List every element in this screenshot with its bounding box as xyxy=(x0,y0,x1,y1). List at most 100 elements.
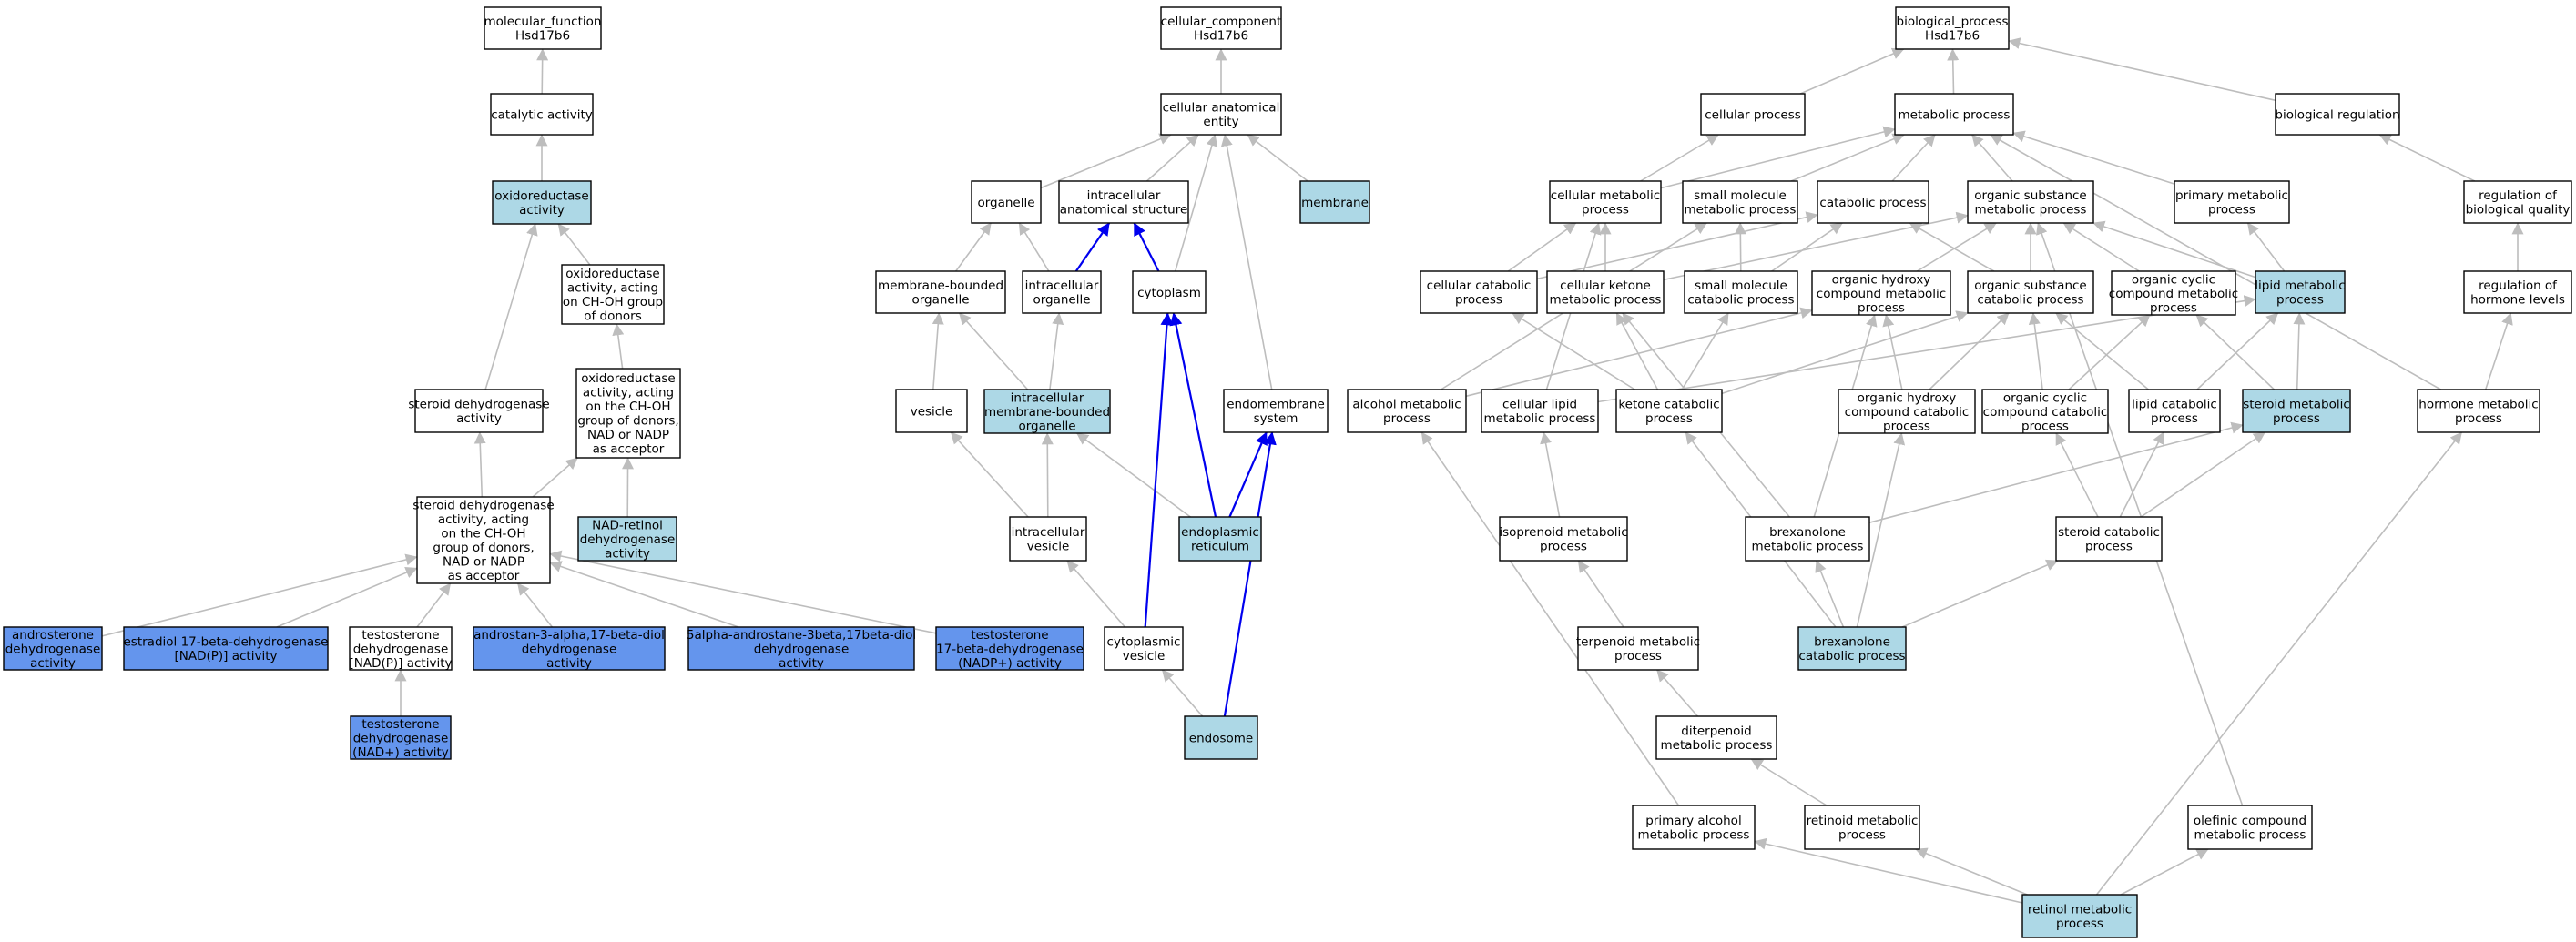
node-label-line: alcohol metabolic xyxy=(1352,398,1461,412)
node-label-line: retinoid metabolic xyxy=(1807,814,1919,828)
node-organelle[interactable]: organelle xyxy=(971,180,1042,224)
node-membrane[interactable]: membrane xyxy=(1299,180,1370,224)
node-box xyxy=(1895,6,2010,50)
node-label-line: metabolic process xyxy=(1752,540,1864,554)
edge-mbo-to-organelle xyxy=(955,222,992,272)
node-label-line: group of donors, xyxy=(577,414,678,429)
node-label-line: biological_process xyxy=(1897,15,2009,29)
node-androstane5[interactable]: 5alpha-androstane-3beta,17beta-dioldehyd… xyxy=(687,626,916,671)
node-label-line: activity xyxy=(779,656,824,671)
node-catalytic[interactable]: catalytic activity xyxy=(490,93,594,136)
node-box xyxy=(1745,516,1870,562)
node-testo17[interactable]: testosterone17-beta-dehydrogenase(NADP+)… xyxy=(935,626,1084,671)
edge-bioreg-to-bp_root xyxy=(2008,37,2276,102)
node-box xyxy=(1499,516,1628,562)
node-endosome[interactable]: endosome xyxy=(1184,715,1258,760)
node-cytoplasm[interactable]: cytoplasm xyxy=(1132,270,1207,314)
node-box xyxy=(1981,389,2109,434)
node-label-line: organelle xyxy=(977,196,1034,210)
node-box xyxy=(1655,715,1777,760)
edge-organelle-to-cae xyxy=(1040,133,1172,189)
node-label-line: group of donors, xyxy=(433,541,534,555)
node-label-line: reticulum xyxy=(1191,540,1249,554)
node-box xyxy=(414,389,544,433)
edge-brex_met-to-steroid_met xyxy=(1868,421,2244,523)
node-metabolic[interactable]: metabolic process xyxy=(1894,93,2014,136)
node-estradiol[interactable]: estradiol 17-beta-dehydrogenase[NAD(P)] … xyxy=(123,626,329,671)
node-label-line: dehydrogenase xyxy=(580,532,676,547)
node-label-line: catabolic process xyxy=(1819,196,1926,210)
edge-terpenoid-to-isoprenoid xyxy=(1577,560,1624,628)
edge-retinol-to-primary_alcohol xyxy=(1754,837,2023,904)
node-label-line: organic substance xyxy=(1974,188,2086,203)
edge-imbo-to-io xyxy=(1049,312,1064,390)
node-catabolic[interactable]: catabolic process xyxy=(1817,180,1929,224)
edge-catabolic-to-metabolic xyxy=(1891,134,1936,182)
node-cellular-process[interactable]: cellular process xyxy=(1700,93,1806,136)
node-label-line: membrane-bounded xyxy=(878,279,1003,293)
node-label-line: Hsd17b6 xyxy=(1194,29,1248,44)
node-bioreg[interactable]: biological regulation xyxy=(2275,93,2400,136)
node-vesicle[interactable]: vesicle xyxy=(895,389,968,433)
node-box xyxy=(490,93,594,136)
node-androstan[interactable]: androstan-3-alpha,17-beta-dioldehydrogen… xyxy=(473,626,666,671)
node-box xyxy=(2128,389,2221,433)
node-box xyxy=(1615,389,1723,433)
node-label-line: metabolic process xyxy=(1638,828,1750,843)
edge-steroid_dh_nad-to-ox_nad xyxy=(532,457,578,498)
edge-cellular_process-to-bp_root xyxy=(1799,47,1905,95)
